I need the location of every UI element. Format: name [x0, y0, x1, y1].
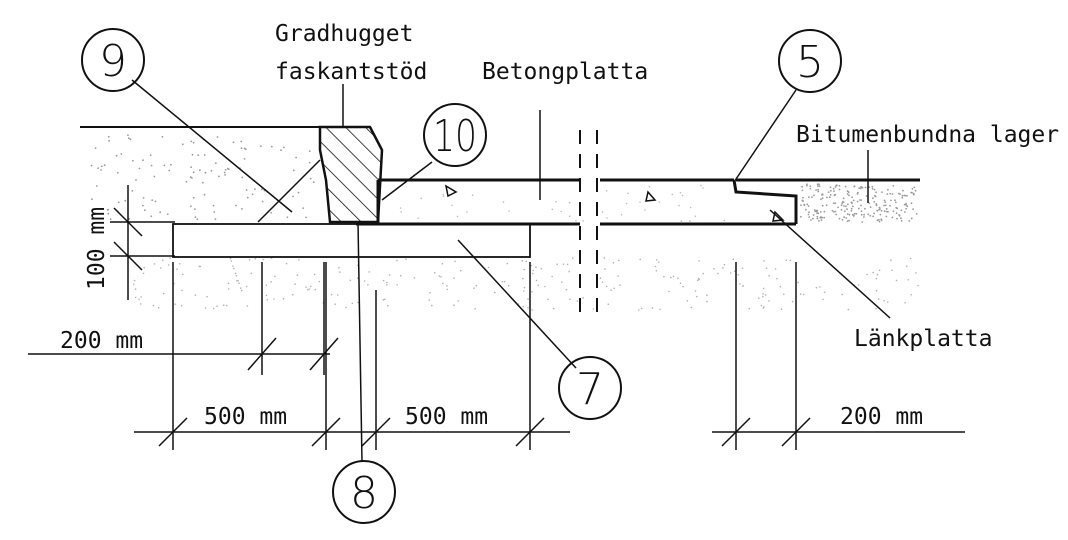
leader-9 — [131, 79, 293, 213]
callout-9-circle — [81, 28, 145, 92]
callout-5-circle — [778, 29, 842, 93]
dim-500-tick1 — [158, 417, 188, 447]
label-gradhugget: Gradhugget — [275, 21, 413, 47]
dim-100-tick-bottom — [113, 241, 143, 271]
leader-10 — [381, 161, 433, 201]
leader-5 — [733, 89, 797, 183]
backfill-wedge — [257, 159, 321, 223]
callout-7: 7 — [576, 364, 604, 415]
leader-7 — [457, 239, 577, 369]
dim-200-right-tick2 — [781, 417, 811, 447]
callout-8: 8 — [350, 468, 378, 519]
callout-10: 10 — [433, 111, 477, 162]
dim-200-left-tick2 — [309, 337, 339, 371]
dim-200-right-text: 200 mm — [840, 404, 923, 430]
label-betongplatta: Betongplatta — [482, 59, 648, 85]
dim-100-text: 100 mm — [84, 207, 110, 290]
dim-500-tick3 — [361, 417, 391, 447]
label-faskantstod: faskantstöd — [275, 59, 427, 85]
faskantstod-block — [318, 125, 384, 224]
callout-8-circle — [332, 460, 396, 524]
dim-200-right-tick1 — [721, 417, 751, 447]
callout-7-circle — [558, 356, 622, 420]
leader-8 — [357, 221, 363, 463]
dim-500-left-text: 500 mm — [204, 404, 287, 430]
dim-200-left-tick1 — [247, 337, 277, 371]
dim-500-right-text: 500 mm — [405, 404, 488, 430]
aggregate-mark-1 — [444, 184, 458, 198]
dim-500-tick2 — [311, 417, 341, 447]
dim-200-left-text: 200 mm — [60, 328, 143, 354]
dim-500-tick4 — [515, 417, 545, 447]
dim-100-tick-top — [113, 207, 143, 237]
aggregate-mark-2 — [645, 190, 657, 202]
callout-5: 5 — [796, 37, 824, 88]
callout-9: 9 — [99, 36, 127, 87]
callout-10-circle — [423, 103, 487, 167]
sub-base-slab — [172, 223, 531, 258]
aggregate-mark-3 — [772, 210, 785, 222]
leader-lankplatta — [769, 209, 891, 319]
link-slab-outline — [732, 179, 798, 224]
label-bitumenbundna-lager: Bitumenbundna lager — [796, 122, 1059, 148]
label-lankplatta: Länkplatta — [854, 326, 992, 352]
